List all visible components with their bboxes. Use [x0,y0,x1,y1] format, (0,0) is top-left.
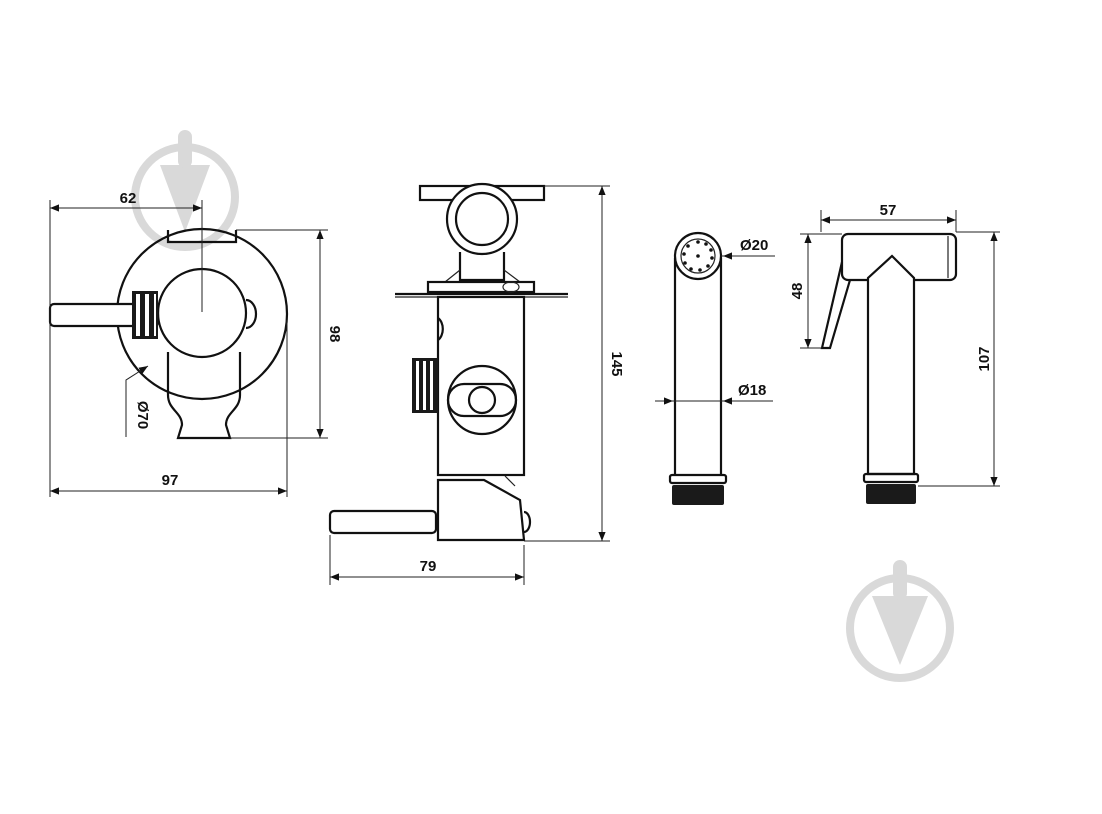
front-dimensions: 62 98 97 Ø70 [49,190,343,497]
hand-shower-side-dimensions: 57 48 107 [789,202,1000,487]
watermark-logo-top [131,130,239,251]
nozzle-holes [682,240,714,272]
dim-79: 79 [420,558,437,575]
dim-97: 97 [162,472,179,489]
watermark-logo-bottom [846,560,954,682]
dim-d18: Ø18 [738,382,766,399]
hand-shower-end-dimensions: Ø20 Ø18 [655,237,775,405]
dim-48: 48 [789,283,806,300]
hand-shower-end-view [668,231,728,505]
dim-62: 62 [120,190,137,207]
dim-d20: Ø20 [740,237,768,254]
dim-57: 57 [880,202,897,219]
dim-107: 107 [976,346,993,371]
dim-98: 98 [326,326,343,343]
dim-145: 145 [608,351,625,376]
hand-shower-side-view [820,232,958,504]
front-view [48,227,289,440]
side-view [328,182,568,542]
dim-d70: Ø70 [134,401,151,429]
side-dimensions: 145 79 [329,185,625,585]
